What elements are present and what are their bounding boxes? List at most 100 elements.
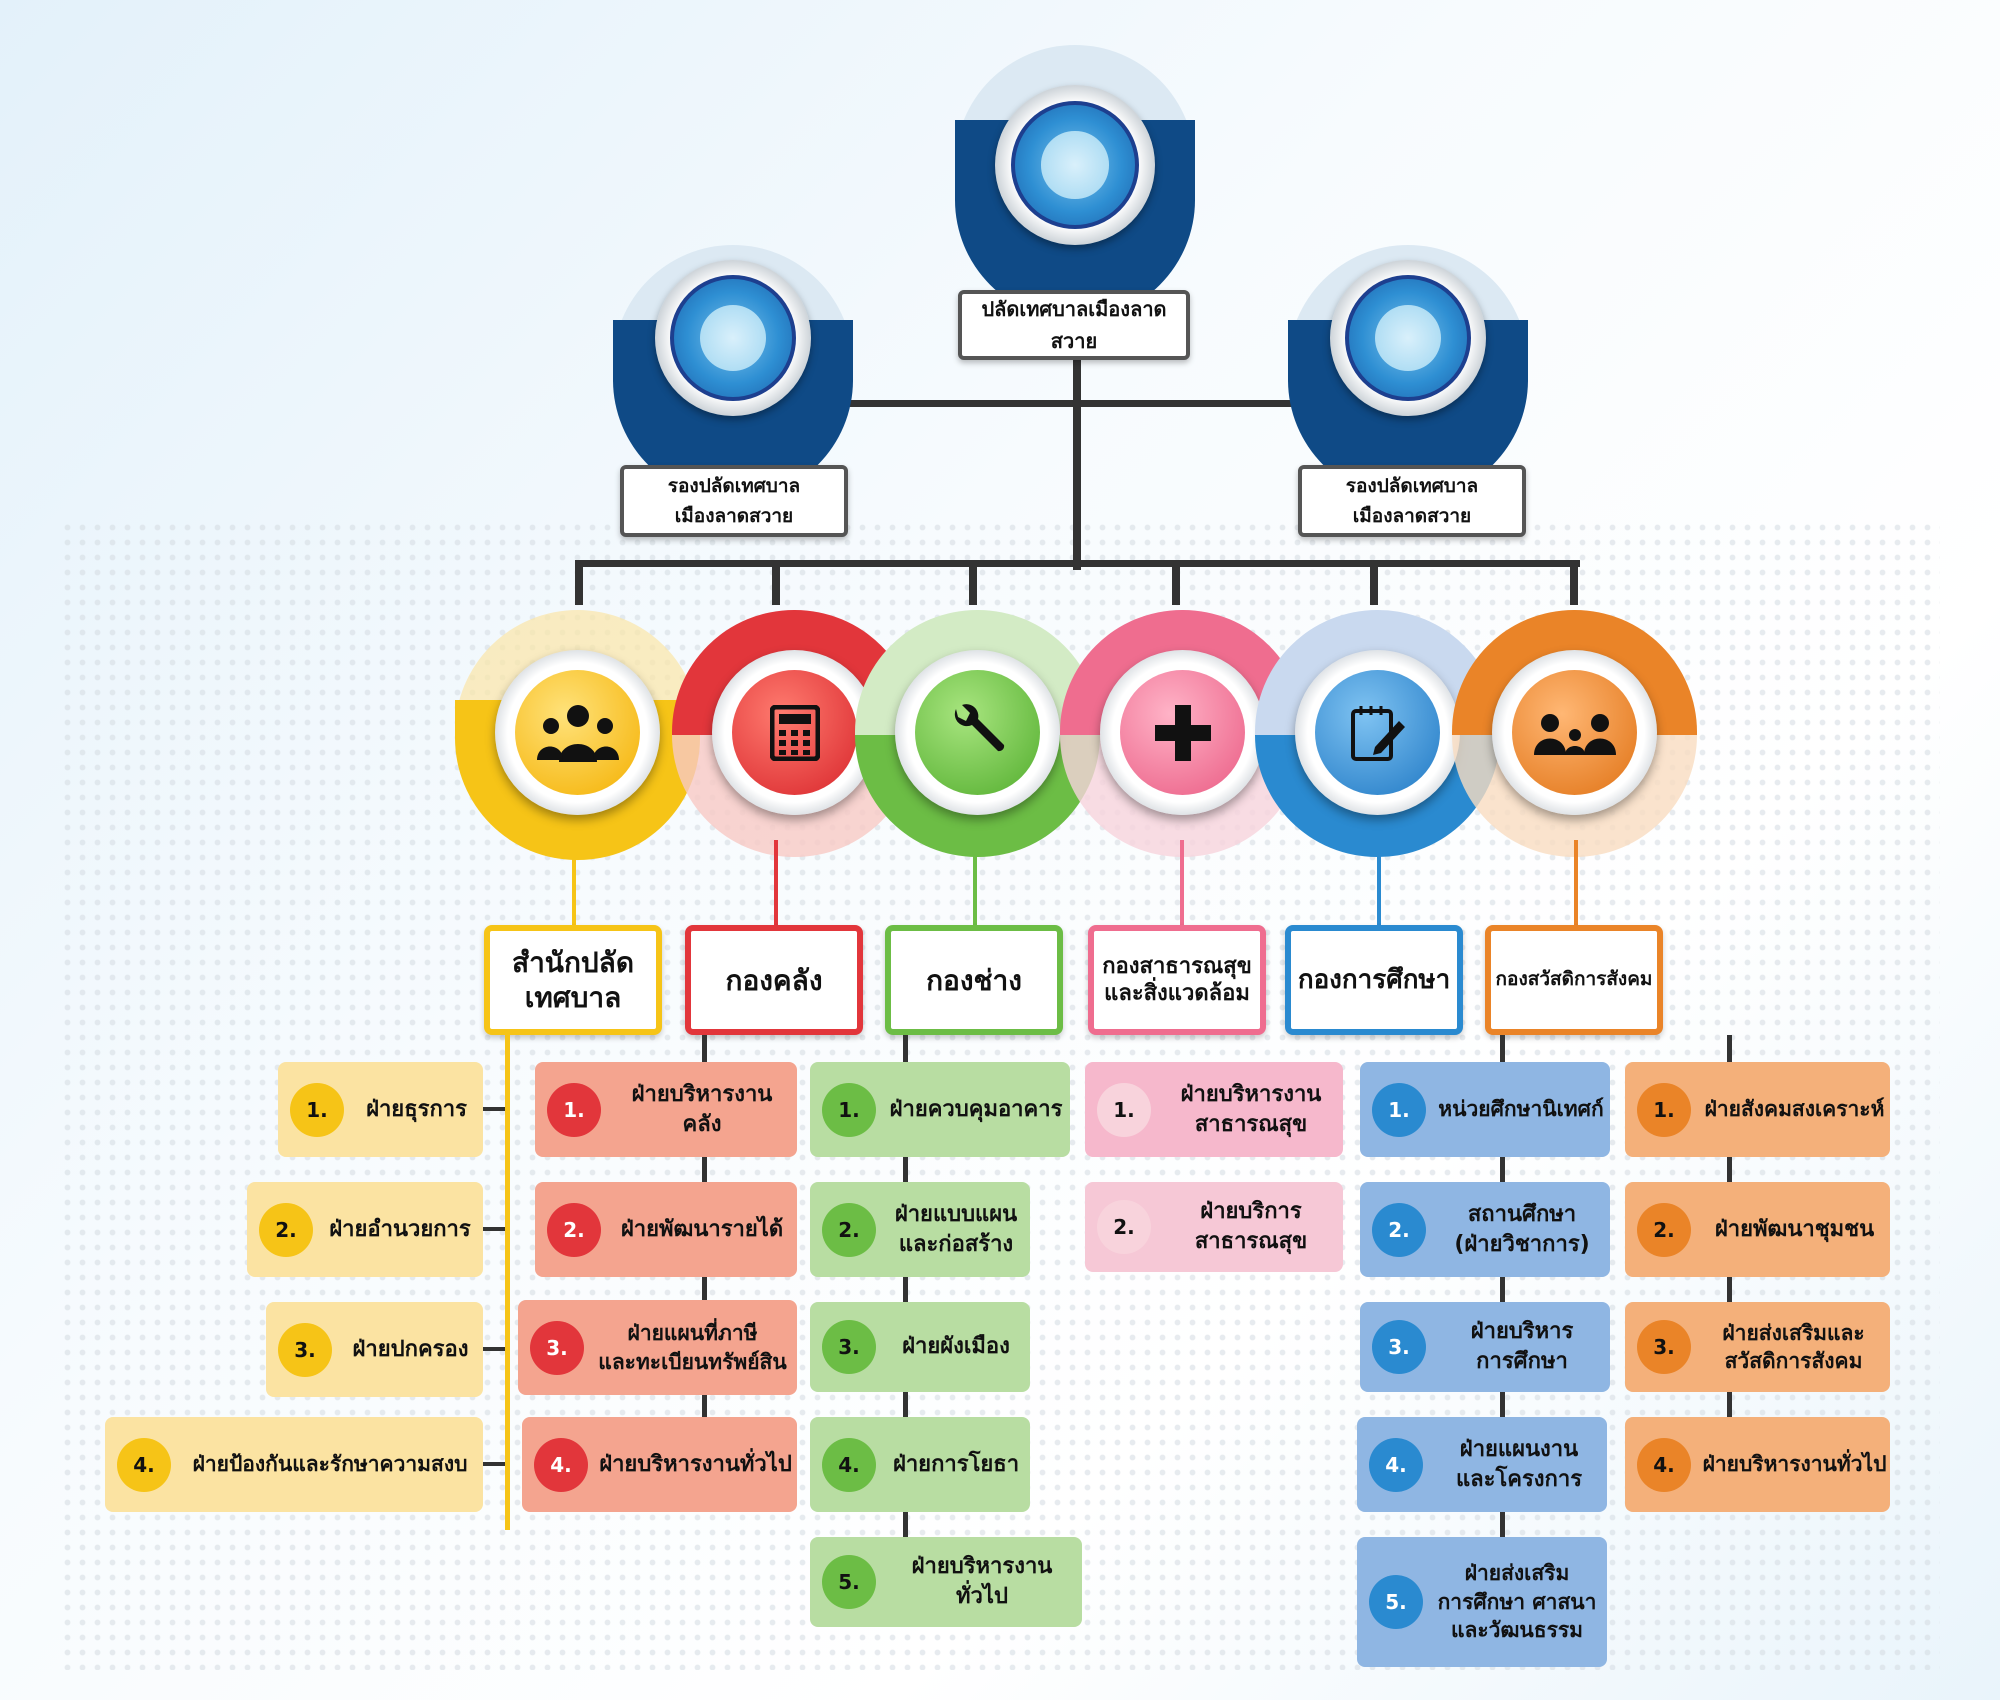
trunk-line [1073, 290, 1081, 570]
tick-1-2 [480, 1227, 505, 1231]
item-label: ฝ่ายบริการ สาธารณสุข [1194, 1199, 1308, 1254]
list-item: 5. ฝ่ายส่งเสริม การศึกษา ศาสนา และวัฒนธร… [1357, 1537, 1607, 1667]
list-item: 5. ฝ่ายบริหารงานทั่วไป [810, 1537, 1082, 1627]
item-number: 1. [547, 1082, 601, 1137]
item-number: 3. [1372, 1320, 1426, 1374]
item-number: 2. [822, 1202, 876, 1257]
item-label: ฝ่ายการโยธา [892, 1451, 1020, 1477]
item-label: ฝ่ายบริหารงาน สาธารณสุข [1180, 1081, 1322, 1137]
department-bus [575, 560, 1580, 567]
list-item: 4. ฝ่ายบริหารงานทั่วไป [522, 1417, 797, 1512]
item-label: ฝ่ายบริหารงานทั่วไป [911, 1554, 1053, 1609]
list-item: 3. ฝ่ายส่งเสริมและ สวัสดิการสังคม [1625, 1302, 1890, 1392]
item-label: ฝ่ายแบบแผน และก่อสร้าง [894, 1201, 1018, 1257]
dept-1-name: สำนักปลัด เทศบาล [484, 925, 662, 1035]
item-label: ฝ่ายบริหาร การศึกษา [1470, 1319, 1574, 1374]
lead-3 [973, 840, 977, 925]
list-item: 2. ฝ่ายพัฒนาชุมชน [1625, 1182, 1890, 1277]
item-number: 2. [1097, 1200, 1151, 1254]
lead-1 [572, 840, 576, 925]
drop-3 [969, 560, 977, 605]
item-number: 2. [547, 1202, 601, 1257]
municipal-seal-icon [1011, 101, 1139, 229]
dept-6-name: กองสวัสดิการสังคม [1485, 925, 1663, 1035]
item-number: 1. [1097, 1082, 1151, 1137]
chief-title: ปลัดเทศบาลเมืองลาดสวาย [958, 290, 1190, 360]
drop-2 [772, 560, 780, 605]
item-label: ฝ่ายแผนงาน และโครงการ [1455, 1436, 1583, 1492]
item-number: 1. [1637, 1082, 1691, 1137]
drop-1 [575, 560, 583, 605]
list-item: 2. ฝ่ายอำนวยการ [247, 1182, 483, 1277]
item-label: ฝ่ายส่งเสริมและ สวัสดิการสังคม [1722, 1320, 1865, 1373]
list-item: 2. ฝ่ายแบบแผน และก่อสร้าง [810, 1182, 1030, 1277]
dept-4-icon-frame [1100, 650, 1265, 815]
deputy-right-logo-frame [1330, 260, 1486, 416]
dept-1-icon-frame [495, 650, 660, 815]
spine-1 [505, 1035, 510, 1530]
list-item: 3. ฝ่ายบริหาร การศึกษา [1360, 1302, 1610, 1392]
list-item: 3. ฝ่ายปกครอง [266, 1302, 483, 1397]
item-label: ฝ่ายอำนวยการ [329, 1216, 471, 1242]
item-label: สถานศึกษา (ฝ่ายวิชาการ) [1454, 1201, 1590, 1257]
dept-4-name: กองสาธารณสุข และสิ่งแวดล้อม [1088, 925, 1266, 1035]
item-label: ฝ่ายป้องกันและรักษาความสงบ [192, 1452, 468, 1477]
chief-logo-frame [995, 85, 1155, 245]
item-number: 2. [1637, 1202, 1691, 1257]
drop-4 [1172, 560, 1180, 605]
dept-5-icon-frame [1295, 650, 1460, 815]
dept-6-icon-frame [1492, 650, 1657, 815]
dept-2-icon-frame [712, 650, 877, 815]
item-number: 4. [1637, 1437, 1691, 1492]
item-number: 5. [822, 1555, 876, 1609]
group-people-icon [515, 670, 640, 795]
dept-5-name: กองการศึกษา [1285, 925, 1463, 1035]
item-number: 4. [822, 1437, 876, 1492]
lead-5 [1377, 840, 1381, 925]
item-number: 2. [259, 1202, 313, 1257]
list-item: 1. ฝ่ายบริหารงาน สาธารณสุข [1085, 1062, 1343, 1157]
list-item: 4. ฝ่ายป้องกันและรักษาความสงบ [105, 1417, 483, 1512]
municipal-seal-icon [1345, 275, 1471, 401]
deputy-left-logo-frame [655, 260, 811, 416]
item-number: 2. [1372, 1202, 1426, 1257]
list-item: 2. สถานศึกษา (ฝ่ายวิชาการ) [1360, 1182, 1610, 1277]
municipal-seal-icon [670, 275, 796, 401]
list-item: 4. ฝ่ายบริหารงานทั่วไป [1625, 1417, 1890, 1512]
lead-2 [774, 840, 778, 925]
lead-4 [1180, 840, 1184, 925]
item-number: 4. [534, 1437, 588, 1492]
wrench-icon [915, 670, 1040, 795]
item-label: ฝ่ายพัฒนาชุมชน [1714, 1216, 1875, 1242]
deputy-left-title: รองปลัดเทศบาล เมืองลาดสวาย [620, 465, 848, 537]
item-number: 1. [822, 1082, 876, 1137]
dept-2-name: กองคลัง [685, 925, 863, 1035]
item-number: 3. [530, 1320, 584, 1375]
item-number: 4. [117, 1437, 171, 1492]
list-item: 4. ฝ่ายการโยธา [810, 1417, 1030, 1512]
item-label: ฝ่ายบริหารงานคลัง [631, 1081, 773, 1137]
item-number: 3. [1637, 1320, 1691, 1374]
list-item: 1. ฝ่ายควบคุมอาคาร [810, 1062, 1070, 1157]
tick-1-1 [480, 1107, 505, 1111]
list-item: 3. ฝ่ายผังเมือง [810, 1302, 1030, 1392]
list-item: 2. ฝ่ายบริการ สาธารณสุข [1085, 1182, 1343, 1272]
list-item: 1. ฝ่ายสังคมสงเคราะห์ [1625, 1062, 1890, 1157]
item-label: ฝ่ายผังเมือง [902, 1334, 1010, 1360]
tick-1-4 [480, 1462, 505, 1466]
calculator-icon [732, 670, 857, 795]
list-item: 1. ฝ่ายธุรการ [278, 1062, 483, 1157]
deputy-right-title: รองปลัดเทศบาล เมืองลาดสวาย [1298, 465, 1526, 537]
notepad-pencil-icon [1315, 670, 1440, 795]
item-number: 1. [290, 1082, 344, 1137]
item-label: ฝ่ายธุรการ [366, 1096, 467, 1122]
item-number: 3. [822, 1320, 876, 1374]
dept-3-icon-frame [895, 650, 1060, 815]
tick-1-3 [480, 1347, 505, 1351]
item-number: 4. [1369, 1437, 1423, 1492]
item-label: ฝ่ายแผนที่ภาษี และทะเบียนทรัพย์สิน [598, 1321, 787, 1374]
item-label: หน่วยศึกษานิเทศก์ [1438, 1097, 1604, 1122]
item-label: ฝ่ายบริหารงานทั่วไป [599, 1451, 792, 1477]
item-label: ฝ่ายสังคมสงเคราะห์ [1704, 1097, 1885, 1122]
list-item: 1. หน่วยศึกษานิเทศก์ [1360, 1062, 1610, 1157]
